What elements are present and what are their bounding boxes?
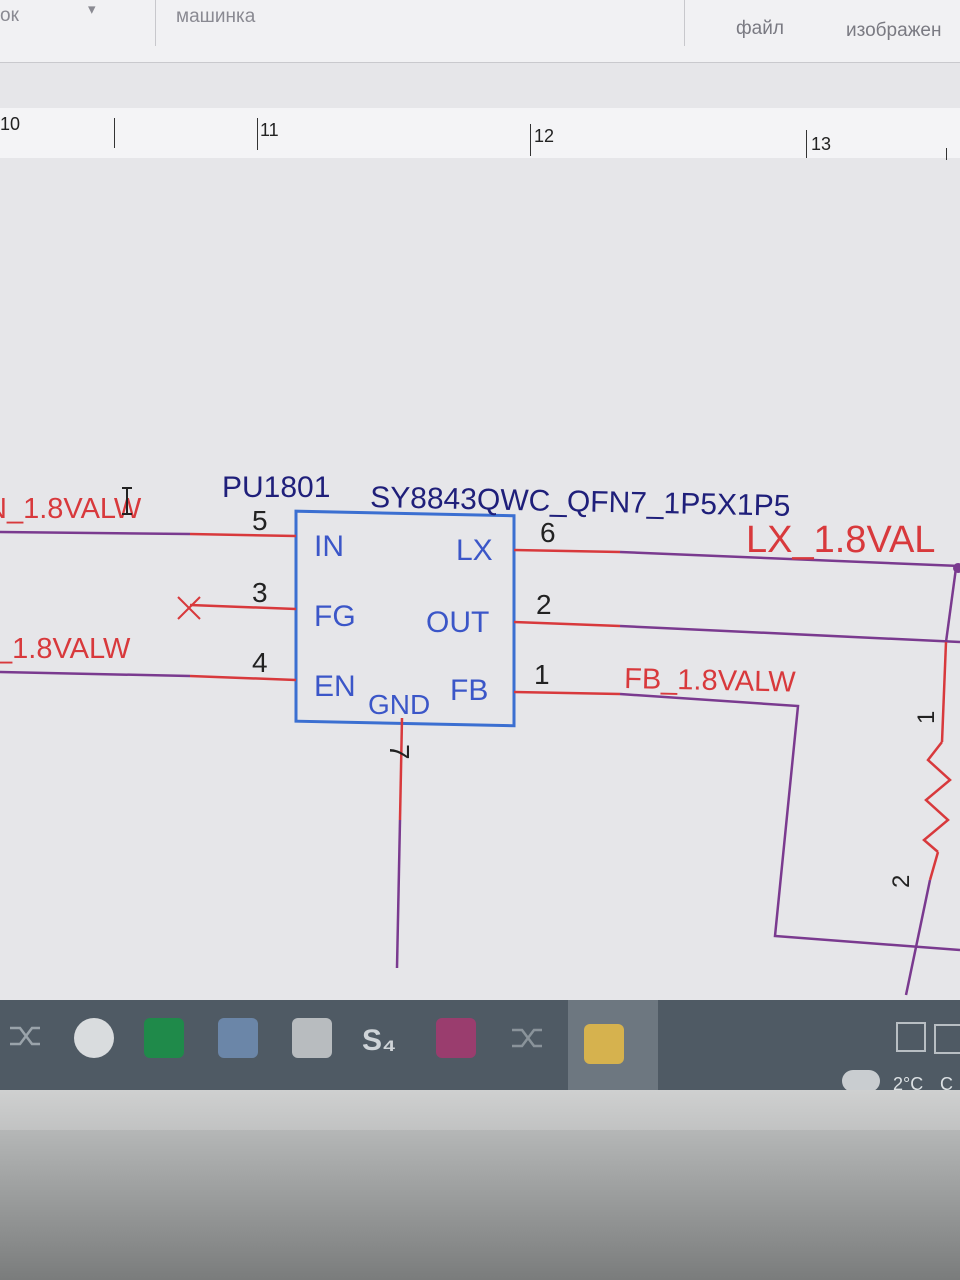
schematic-canvas[interactable]: PU1801 SY8843QWC_QFN7_1P5X1P5 5 3 4 6 2 … xyxy=(0,0,960,1000)
pin-stub-in xyxy=(189,532,297,538)
pin-name: EN xyxy=(314,670,356,703)
pin-number: 5 xyxy=(252,505,268,536)
ruler-mark: 11 xyxy=(260,120,279,140)
pin-number: 4 xyxy=(252,647,268,678)
pin-number: 2 xyxy=(536,589,552,620)
ruler-tick xyxy=(806,130,807,158)
pin-stub-fb xyxy=(513,690,621,696)
ruler: 10 11 12 13 xyxy=(0,108,960,160)
resistor-pin-number: 2 xyxy=(888,875,915,888)
no-connect-icon xyxy=(177,596,201,620)
ruler-mark: 12 xyxy=(534,126,555,146)
wire-lx xyxy=(619,550,960,568)
wire-resistor-top xyxy=(944,567,958,643)
pin-number: 6 xyxy=(540,517,556,548)
net-label-fb[interactable]: FB_1.8VALW xyxy=(624,663,797,699)
ruler-tick xyxy=(114,118,115,148)
wire-gnd xyxy=(395,819,402,969)
pin-number: 7 xyxy=(384,744,415,760)
wire-fb xyxy=(619,692,960,952)
monitor-frame xyxy=(0,1130,960,1280)
toolbar-divider xyxy=(155,0,156,46)
ruler-tick xyxy=(257,118,258,150)
ruler-tick xyxy=(946,148,947,160)
printer-icon[interactable] xyxy=(292,1018,332,1058)
pin-stub-fg xyxy=(189,603,297,611)
pin-name: FB xyxy=(450,674,488,707)
remote-desktop-icon[interactable] xyxy=(218,1018,258,1058)
ic-symbol-body[interactable] xyxy=(294,509,516,728)
app-circle-icon[interactable] xyxy=(74,1018,114,1058)
pin-stub-gnd xyxy=(398,717,404,821)
resistor-lead-bottom xyxy=(928,851,940,881)
wire-in xyxy=(0,530,191,536)
resistor-lead-top xyxy=(940,641,948,743)
pin-name: FG xyxy=(314,600,356,633)
s4-app-icon[interactable]: S₄ xyxy=(362,1024,397,1057)
screen: ок ▾ машинка файл изображен 10 11 12 13 xyxy=(0,0,960,1000)
shuffle-icon[interactable] xyxy=(8,1022,42,1050)
pin-stub-lx xyxy=(513,548,621,554)
file-menu-item[interactable]: файл xyxy=(736,18,784,39)
images-menu-item[interactable]: изображен xyxy=(846,20,942,41)
resistor-symbol[interactable] xyxy=(922,741,952,853)
pin-number: 1 xyxy=(534,659,550,690)
toolbar-divider xyxy=(684,0,685,46)
weather-partial-text: C xyxy=(940,1074,953,1094)
monitor-bezel xyxy=(0,1090,960,1280)
pin-name: LX xyxy=(456,534,493,567)
ruler-mark: 10 xyxy=(0,114,21,134)
pin-name: OUT xyxy=(426,606,489,639)
component-part-number: SY8843QWC_QFN7_1P5X1P5 xyxy=(370,481,791,523)
notes-icon[interactable] xyxy=(934,1024,960,1054)
weather-temperature[interactable]: 2°C xyxy=(893,1074,924,1094)
pin-number: 3 xyxy=(252,577,268,608)
net-label-in[interactable]: N_1.8VALW xyxy=(0,493,142,525)
archive-icon[interactable] xyxy=(436,1018,476,1058)
component-refdes: PU1801 xyxy=(222,471,330,504)
taskbar: S₄ 2°C C xyxy=(0,1000,960,1094)
wire-resistor-bottom xyxy=(904,879,932,996)
pin-stub-en xyxy=(189,674,297,682)
net-label-lx[interactable]: LX_1.8VAL xyxy=(746,519,935,561)
image-viewer-icon[interactable] xyxy=(584,1024,624,1064)
net-label-en[interactable]: _1.8VALW xyxy=(0,633,131,665)
toolbar-partial-label: ок xyxy=(0,5,19,26)
resistor-pin-number: 1 xyxy=(913,711,940,724)
pin-stub-out xyxy=(513,620,621,628)
wire-en xyxy=(0,670,191,678)
excel-icon[interactable] xyxy=(144,1018,184,1058)
ruler-tick xyxy=(530,124,531,156)
ruler-mark: 13 xyxy=(811,134,832,154)
document-icon[interactable] xyxy=(896,1022,926,1052)
dropdown-arrow-icon[interactable]: ▾ xyxy=(88,1,96,18)
pin-name: IN xyxy=(314,530,344,563)
cloud-icon xyxy=(842,1070,880,1092)
junction-dot xyxy=(953,563,960,573)
pin-name: GND xyxy=(368,689,430,720)
shuffle-icon[interactable] xyxy=(510,1024,544,1052)
wire-out xyxy=(619,624,960,644)
text-cursor-icon xyxy=(122,487,132,515)
toolbar: ок ▾ машинка файл изображен xyxy=(0,0,960,63)
machine-label[interactable]: машинка xyxy=(176,6,256,27)
